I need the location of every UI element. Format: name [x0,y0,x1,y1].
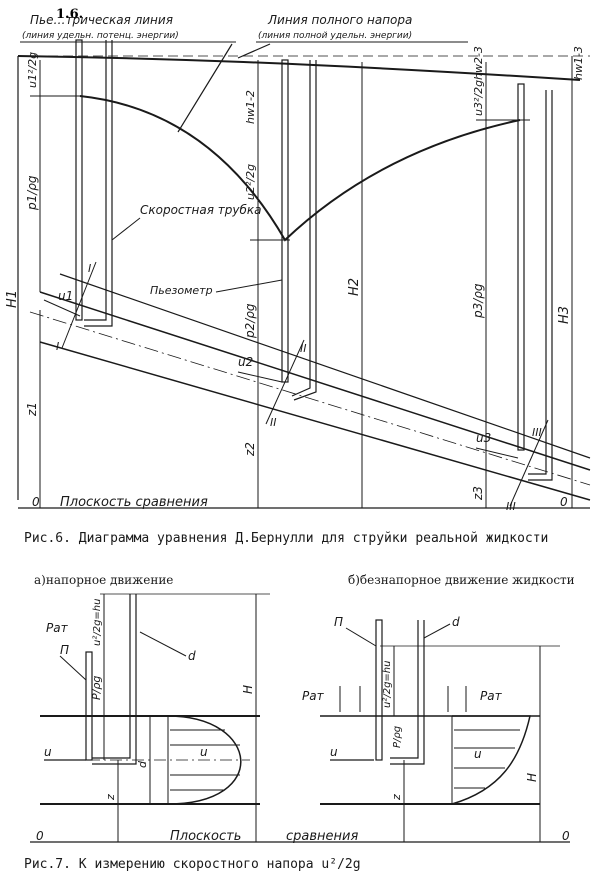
zero-left: 0 [32,495,40,509]
p3-label: p3/ρg [471,283,485,319]
fig7a-u-profile: u [200,745,208,759]
figure-6-caption: Рис.6. Диаграмма уравнения Д.Бернулли дл… [24,531,548,546]
section-3-label-top: III [532,426,542,439]
section-1-line [61,261,97,349]
piezometric-line-label: Пье…трическая линия [30,13,173,27]
H2-label: H2 [347,278,362,296]
zero-right: 0 [560,495,568,509]
figure-7-caption: Рис.7. К измерению скоростного напора u²… [24,857,361,872]
section-1-label-top: I [88,262,91,275]
hw12-label: hw1-2 [244,90,257,124]
fig7a-u-label: u [44,745,52,759]
vh1-label: u1²/2g [26,52,39,88]
stream-tube-upper [39,291,591,471]
velocity-tube-label: Скоростная трубка [140,203,261,217]
fig7a-piezometer [85,651,93,761]
hw23-label: hw2-3 [472,46,485,80]
z1-label: z1 [25,402,39,417]
H3-label: H3 [557,306,572,324]
vh2-label: u2²/2g [244,164,257,200]
section-1-label-bottom: I [56,340,59,353]
piezometer-2 [281,59,289,383]
p1-label: p1/ρg [25,175,39,211]
fig7b-d-label: d [452,615,460,629]
fig7a-vh-label: u²/2g=hu [92,599,103,646]
fig7-zero-left: 0 [36,829,44,843]
fig7b-vh-label: u²/2g=hu [382,661,393,708]
fig7b-patm-left: Pат [302,689,325,703]
datum-label: Плоскость сравнения [60,495,208,510]
piezometer-label: Пьезометр [150,284,213,297]
fig7a-patm: Pат [46,621,69,635]
fig7a-p-label: P/ρg [90,676,103,700]
velocity-tube-2 [291,60,317,401]
piezometric-line-sublabel: (линия удельн. потенц. энергии) [22,31,179,41]
fig7b-P-leader [345,627,377,647]
fig7a-P-label: П [60,643,69,657]
total-head-line [17,55,581,81]
piezometer-3 [517,83,525,451]
section-2-label-top: II [300,342,307,355]
u3-arrow [475,447,519,459]
fig7b-P-label: П [334,615,343,629]
fig7-datum-right: сравнения [286,829,358,844]
H1-label: H1 [5,290,20,308]
piezometer-1 [75,39,83,321]
fig7b-d-leader [423,623,451,639]
p2-label: p2/ρg [243,303,257,339]
fig7a-velocity-profile [167,715,242,805]
piezo-label-leader [177,43,233,133]
fig7b-p-label: P/ρg [392,726,403,748]
stream-tube-lower [39,341,591,501]
section-3-line [509,419,549,507]
fig7-datum-left: Плоскость [170,829,241,844]
fig7a-d-leader [139,631,187,657]
fig7a-d-label: d [188,649,196,663]
stream-axis [29,311,591,486]
total-head-line-label: Линия полного напора [267,13,412,27]
u3-label: u3 [476,431,491,445]
piezometer-leader [215,279,283,293]
fig7b-z-label: z [390,794,403,801]
fig7b-velocity-profile [451,715,531,805]
figure-7: а)напорное движение б)безнапорное движен… [24,573,575,872]
vh3-label: u3²/2g [472,80,485,116]
hw13-label: hw1-3 [572,46,585,80]
piezometric-line [79,95,521,242]
fig7b-u-label: u [330,745,338,759]
fig7a-d-dim: d [136,760,149,768]
fig7-b-title: б)безнапорное движение жидкости [348,573,575,587]
section-2-label-bottom: II [270,416,277,429]
fig7b-H-label: H [525,773,539,782]
fig7a-z-label: z [104,794,117,801]
total-head-line-sublabel: (линия полной удельн. энергии) [258,31,412,41]
velocity-tube-leader [111,217,141,241]
section-number: 1.6. [56,7,83,22]
fig7-a-title: а)напорное движение [34,573,173,587]
velocity-tube-1 [84,40,113,327]
stream-tube-upper-outer [59,273,591,459]
fig7a-pitot-tube [92,594,137,765]
fig7a-P-leader [59,655,87,681]
z2-label: z2 [243,442,257,457]
section-3-label-bottom: III [506,500,516,513]
u1-label: u1 [58,289,73,303]
u2-label: u2 [238,355,253,369]
figure-6: Пье…трическая линия 1.6. (линия удельн. … [5,7,591,546]
z3-label: z3 [471,486,485,501]
u1-arrow [43,299,81,317]
fig7b-pitot-tube [390,620,425,765]
fig7a-H-label: H [241,685,255,694]
fig7b-piezometer [375,619,383,761]
velocity-tube-3 [528,90,553,481]
fig7b-patm-right: Pат [480,689,503,703]
fig7-zero-right: 0 [562,829,570,843]
u2-arrow [237,371,283,383]
fig7b-u-profile: u [474,747,482,761]
